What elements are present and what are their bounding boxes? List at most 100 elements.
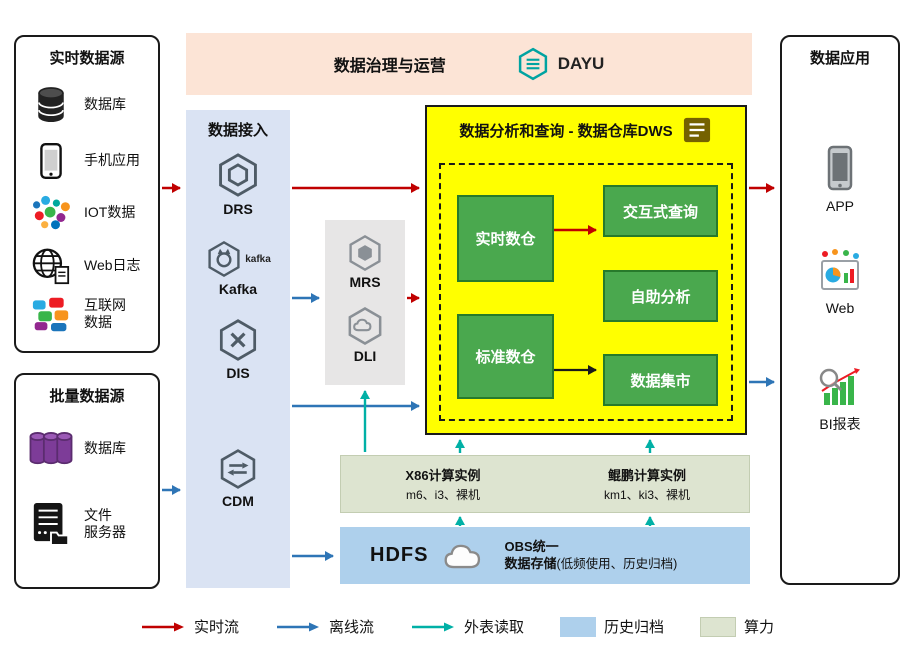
legend: 实时流 离线流 外表读取 历史归档 算力 xyxy=(0,616,914,637)
kafka-icon xyxy=(208,241,240,277)
source-item-database: 数据库 xyxy=(26,85,154,125)
mrs-icon xyxy=(349,235,381,271)
batch-sources-title: 批量数据源 xyxy=(49,388,125,405)
dis-icon xyxy=(219,319,257,361)
compute-strip: X86计算实例 m6、i3、裸机 鲲鹏计算实例 km1、ki3、裸机 xyxy=(340,455,750,513)
ingestion-item-label: Kafka xyxy=(218,281,258,297)
app-item-app: APP xyxy=(782,145,898,214)
source-item-mobile-app: 手机应用 xyxy=(26,142,154,180)
realtime-sources-panel: 实时数据源 数据库 手机应用 xyxy=(14,35,160,353)
obs-cloud-icon xyxy=(444,544,481,568)
governance-title: 数据治理与运营 xyxy=(333,58,446,75)
data-ingestion-title: 数据接入 xyxy=(207,122,268,139)
legend-item-external-read: 外表读取 xyxy=(410,616,524,637)
module-label: 标准数仓 xyxy=(475,349,536,366)
legend-label: 离线流 xyxy=(328,619,374,636)
app-item-web: Web xyxy=(782,249,898,316)
storage-strip: HDFS OBS统一 数据存储(低频使用、历史归档) xyxy=(340,527,750,584)
module-realtime-warehouse: 实时数仓 xyxy=(457,195,554,282)
module-label: 实时数仓 xyxy=(475,231,536,248)
web-log-icon xyxy=(26,247,76,285)
source-item-label: Web日志 xyxy=(84,257,141,274)
ingestion-item-label: DRS xyxy=(223,201,253,217)
ingestion-item-label: CDM xyxy=(222,493,254,509)
compute-title: 鲲鹏计算实例 xyxy=(607,468,686,483)
legend-label: 外表读取 xyxy=(463,619,524,636)
source-item-label: 数据库 xyxy=(84,440,126,457)
dli-icon xyxy=(348,307,382,345)
drs-icon xyxy=(219,153,257,197)
cdm-icon xyxy=(220,449,256,489)
database-stack-icon xyxy=(26,427,76,471)
internet-icon xyxy=(26,295,76,333)
realtime-flow-arrow-icon xyxy=(141,622,184,631)
source-item-label: 互联网 数据 xyxy=(84,296,126,331)
batch-sources-panel: 批量数据源 数据库 xyxy=(14,373,160,589)
module-label: 自助分析 xyxy=(630,288,691,306)
realtime-sources-title: 实时数据源 xyxy=(49,50,125,67)
compute-title: X86计算实例 xyxy=(405,468,481,483)
source-item-label: IOT数据 xyxy=(84,204,136,221)
compute-swatch xyxy=(700,616,737,637)
ingestion-item-drs: DRS xyxy=(186,152,290,217)
processing-item-label: DLI xyxy=(353,348,377,364)
compute-subtitle: km1、ki3、裸机 xyxy=(603,488,690,502)
dws-inner-group xyxy=(439,163,733,421)
kafka-logo-text: kafka xyxy=(245,253,271,265)
processing-item-dli: DLI xyxy=(325,306,405,364)
dws-doc-icon xyxy=(683,117,710,143)
processing-item-label: MRS xyxy=(349,274,381,290)
app-item-bi-report: BI报表 xyxy=(782,365,898,434)
compute-subtitle: m6、i3、裸机 xyxy=(405,488,480,502)
applications-title: 数据应用 xyxy=(809,50,870,67)
dws-panel: 数据分析和查询 - 数据仓库DWS 实时数仓 标准数仓 交互式查询 自助分析 数… xyxy=(425,105,747,435)
app-item-label: APP xyxy=(825,198,854,214)
file-server-icon xyxy=(26,501,76,547)
ingestion-item-kafka: kafka Kafka xyxy=(186,240,290,297)
module-standard-warehouse: 标准数仓 xyxy=(457,314,554,399)
obs-line2: 数据存储 xyxy=(504,556,557,572)
obs-storage-text: OBS统一 数据存储(低频使用、历史归档) xyxy=(504,538,677,573)
dws-title: 数据分析和查询 - 数据仓库DWS xyxy=(459,122,673,140)
bi-report-icon xyxy=(819,368,860,405)
obs-line1: OBS统一 xyxy=(504,538,559,554)
source-item-iot: IOT数据 xyxy=(26,195,154,231)
source-item-file-server: 文件 服务器 xyxy=(26,501,154,547)
dayu-logo: DAYU xyxy=(516,47,604,81)
processing-panel: MRS DLI xyxy=(325,220,405,385)
module-interactive-query: 交互式查询 xyxy=(603,185,718,237)
external-read-arrow-icon xyxy=(411,622,454,631)
module-self-analysis: 自助分析 xyxy=(603,270,718,322)
source-item-label: 手机应用 xyxy=(84,152,140,169)
app-item-label: Web xyxy=(825,300,855,316)
module-label: 数据集市 xyxy=(630,372,691,390)
app-item-label: BI报表 xyxy=(819,416,861,432)
app-phone-icon xyxy=(827,145,853,191)
module-label: 交互式查询 xyxy=(622,203,698,221)
data-ingestion-panel: 数据接入 DRS kafka Kafka xyxy=(186,110,290,588)
obs-note: (低频使用、历史归档) xyxy=(556,557,678,572)
applications-panel: 数据应用 APP Web xyxy=(780,35,900,585)
governance-banner: 数据治理与运营 DAYU xyxy=(186,33,752,95)
dayu-icon xyxy=(518,47,547,81)
legend-item-realtime-flow: 实时流 xyxy=(140,616,239,637)
web-app-icon xyxy=(821,249,859,290)
processing-item-mrs: MRS xyxy=(325,234,405,290)
source-item-label: 数据库 xyxy=(84,96,126,113)
compute-x86: X86计算实例 m6、i3、裸机 xyxy=(341,456,545,512)
legend-label: 历史归档 xyxy=(604,619,665,636)
legend-item-offline-flow: 离线流 xyxy=(275,616,374,637)
offline-flow-arrow-icon xyxy=(276,622,319,631)
history-archive-swatch xyxy=(560,616,596,637)
legend-item-compute: 算力 xyxy=(700,616,774,637)
ingestion-item-label: DIS xyxy=(226,365,250,381)
module-data-mart: 数据集市 xyxy=(603,354,718,406)
iot-icon xyxy=(26,195,76,231)
compute-kunpeng: 鲲鹏计算实例 km1、ki3、裸机 xyxy=(545,456,749,512)
database-icon xyxy=(26,85,76,125)
phone-icon xyxy=(26,142,76,180)
legend-label: 实时流 xyxy=(193,619,239,636)
source-item-web-log: Web日志 xyxy=(26,247,154,285)
legend-item-history-archive: 历史归档 xyxy=(560,616,664,637)
